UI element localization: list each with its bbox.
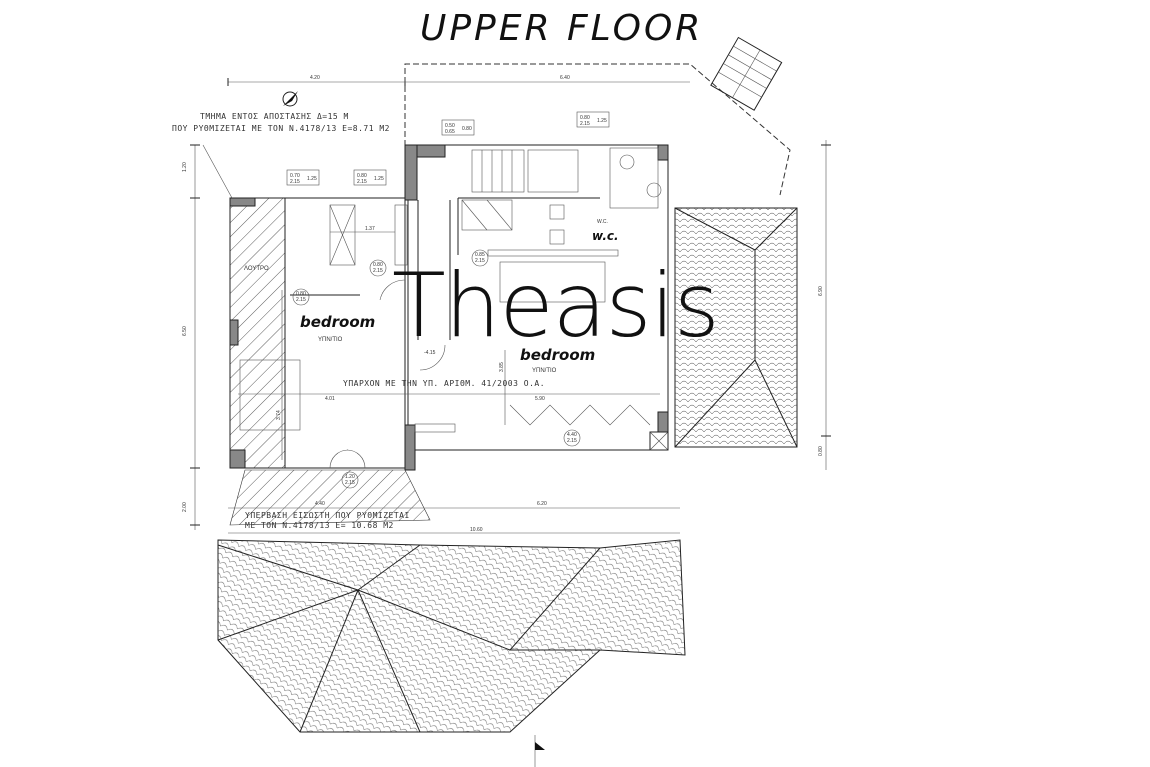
building-walls: [229, 144, 669, 471]
dim-inner-v1: 3.74: [276, 410, 282, 420]
room-label-bedroom-left: bedroom: [300, 313, 375, 331]
dim-inner-right: 5.90: [535, 396, 545, 402]
opening-tag-text: 0.80: [580, 115, 590, 121]
opening-tag-text: 2.15: [475, 258, 485, 264]
dim-left-top: 1.20: [182, 162, 188, 172]
left-dimensions: 1.20 6.50 2.00: [182, 144, 233, 530]
opening-tag-text: 0.80: [462, 126, 472, 132]
dim-inner-v2: 3.85: [499, 362, 505, 372]
room-label-wc-small: W.C.: [597, 219, 608, 225]
opening-tag-text: 0.65: [445, 129, 455, 135]
note-excess-line2: ΜΕ ΤΟΝ Ν.4178/13 Ε= 10.68 Μ2: [245, 521, 394, 530]
dim-bottom-left: 4.40: [315, 501, 325, 507]
plan-title: UPPER FLOOR: [420, 8, 703, 49]
external-stair: [710, 36, 783, 111]
opening-tag-text: 0.70: [290, 173, 300, 179]
opening-tag-text: 2.15: [357, 179, 367, 185]
dim-hall: 1.37: [365, 226, 375, 232]
opening-tag-text: 2.15: [290, 179, 300, 185]
roof-bottom: [217, 539, 686, 733]
opening-tag-text: 1.25: [597, 118, 607, 124]
opening-tag-text: 4.40: [567, 432, 577, 438]
section-marker-icon: [534, 735, 545, 767]
level-mark: -4.15: [424, 350, 436, 356]
opening-tag-text: 2.15: [345, 480, 355, 486]
opening-tag-text: 2.15: [296, 297, 306, 303]
opening-tag-text: 0.50: [445, 123, 455, 129]
opening-tag-text: 0.80: [373, 262, 383, 268]
note-distance: ΤΜΗΜΑ ΕΝΤΟΣ ΑΠΟΣΤΑΣΗΣ Δ=15 Μ: [200, 112, 349, 121]
note-excess-line1: ΥΠΕΡΒΑΣΗ ΕΙΣΩΣΤΗ ΠΟΥ ΡΥΘΜΙΖΕΤΑΙ: [245, 511, 410, 520]
opening-tag-text: 0.80: [357, 173, 367, 179]
hatched-zone-bottom: [229, 469, 431, 526]
dim-left-mid: 6.50: [182, 326, 188, 336]
note-existing: ΥΠΑΡΧΟΝ ΜΕ ΤΗΝ ΥΠ. ΑΡΙΘΜ. 41/2003 Ο.Α.: [343, 379, 545, 388]
dim-left-bottom: 2.00: [182, 502, 188, 512]
room-sub-right: ΥΠΝ/ΤΙΟ: [532, 368, 557, 374]
opening-tag-text: 2.15: [373, 268, 383, 274]
dim-right-top: 6.90: [818, 286, 824, 296]
room-label-bath: ΛΟΥΤΡΟ: [244, 266, 269, 272]
room-label-wc: w.c.: [592, 229, 619, 243]
opening-tag-text: 1.25: [307, 176, 317, 182]
watermark: Theasis: [392, 254, 719, 357]
opening-tag-text: 1.20: [345, 474, 355, 480]
dim-inner-left: 4.01: [325, 396, 335, 402]
dim-right-bottom: 0.80: [818, 446, 824, 456]
opening-tag-text: 1.25: [374, 176, 384, 182]
room-label-bedroom-right: bedroom: [520, 346, 595, 364]
north-arrow-icon: [282, 91, 298, 107]
inner-dimensions: 4.01 5.90 3.74 3.85 1.37: [238, 226, 660, 460]
dim-top-right: 6.40: [560, 75, 570, 81]
opening-tag-text: 0.85: [475, 252, 485, 258]
dim-bottom-total: 10.60: [470, 527, 483, 533]
note-regulation: ΠΟΥ ΡΥΘΜΙΖΕΤΑΙ ΜΕ ΤΟΝ Ν.4178/13 Ε=8.71 Μ…: [172, 124, 390, 133]
opening-tag-text: 2.15: [580, 121, 590, 127]
room-sub-left: ΥΠΝ/ΤΙΟ: [318, 337, 343, 343]
terrace-outline: [404, 63, 791, 200]
dim-top-left: 4.20: [310, 75, 320, 81]
bottom-dimensions: 4.40 6.20 10.60: [228, 501, 680, 534]
top-dimension: 4.20 6.40: [227, 75, 690, 86]
right-dimensions: 6.90 0.80: [818, 140, 831, 470]
dim-bottom-right: 6.20: [537, 501, 547, 507]
opening-tag-text: 2.15: [567, 438, 577, 444]
opening-tag-text: 0.80: [296, 291, 306, 297]
